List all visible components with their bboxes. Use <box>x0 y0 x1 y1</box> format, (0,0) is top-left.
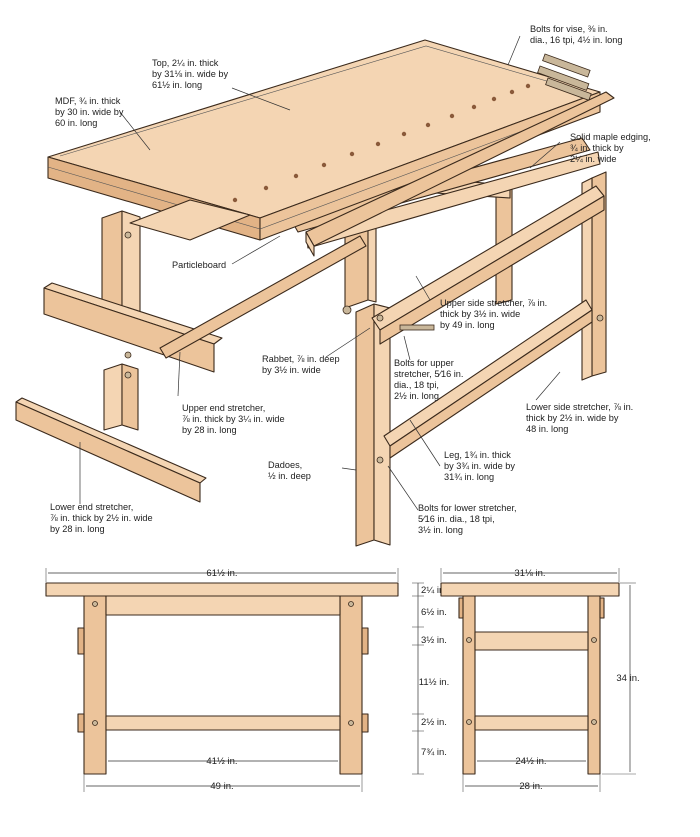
height-stack: 2¼ in. 6½ in. 3½ in. 11½ in. 2½ in. 7¾ i… <box>412 582 449 775</box>
bench-top-side-edge <box>259 91 601 241</box>
dim-total-height: 34 in. <box>616 673 639 684</box>
label-leg: Leg, 1¾ in. thick by 3¾ in. wide by 31¾ … <box>444 450 518 482</box>
bench-top <box>47 39 601 241</box>
leader-lines <box>79 35 561 511</box>
vise-bolts <box>537 53 592 101</box>
part-labels: Bolts for vise, ⅜ in. dia., 16 tpi, 4½ i… <box>50 24 653 535</box>
side-right-leg <box>587 595 601 775</box>
left-upper-end-stretcher-top <box>129 199 251 241</box>
label-upper-end-stretcher: Upper end stretcher, ⅞ in. thick by 3¼ i… <box>182 403 287 435</box>
left-leg-assembly <box>101 199 251 431</box>
side-upper-stretcher <box>474 631 589 651</box>
label-edging: Solid maple edging, ¾ in. thick by 2¼ in… <box>570 132 653 164</box>
label-vise-bolts: Bolts for vise, ⅜ in. dia., 16 tpi, 4½ i… <box>530 24 622 45</box>
label-lower-end-stretcher: Lower end stretcher, ⅞ in. thick by 2½ i… <box>50 502 155 534</box>
dim-stack-2: 6½ in. <box>421 607 447 618</box>
dim-front-inner: 41½ in. <box>206 756 237 767</box>
dim-side-top: 31⅛ in. <box>514 568 545 579</box>
front-upper-stretcher <box>105 595 341 616</box>
dim-side-inner: 24½ in. <box>515 756 546 767</box>
side-top <box>440 582 620 597</box>
label-dadoes: Dadoes, ½ in. deep <box>268 460 311 481</box>
exploded-view: Bolts for vise, ⅜ in. dia., 16 tpi, 4½ i… <box>15 24 653 547</box>
dim-stack-4: 11½ in. <box>419 677 449 688</box>
right-leg-assembly <box>342 171 607 547</box>
label-bolts-lower: Bolts for lower stretcher, 5⁄16 in. dia.… <box>418 503 519 535</box>
dim-stack-6: 7¾ in. <box>421 747 447 758</box>
front-right-leg <box>339 595 363 775</box>
side-elevation: 31⅛ in. 24½ in. 28 in. 34 in. <box>440 568 640 792</box>
left-front-leg-lower <box>103 363 123 431</box>
front-elevation: 61½ in. 41½ in. 49 in. <box>45 568 399 792</box>
lower-side-stretcher-rear <box>159 235 367 359</box>
right-front-leg <box>355 303 375 547</box>
label-top: Top, 2¼ in. thick by 31⅛ in. wide by 61½… <box>152 58 231 90</box>
label-upper-side-stretcher: Upper side stretcher, ⅞ in. thick by 3½ … <box>440 298 550 330</box>
side-lower-stretcher <box>474 715 589 731</box>
dim-stack-3: 3½ in. <box>421 635 447 646</box>
dim-front-top: 61½ in. <box>206 568 237 579</box>
label-bolts-upper: Bolts for upper stretcher, 5⁄16 in. dia.… <box>394 358 466 401</box>
label-mdf: MDF, ¾ in. thick by 30 in. wide by 60 in… <box>55 96 126 128</box>
label-rabbet: Rabbet, ⅞ in. deep by 3½ in. wide <box>262 354 342 375</box>
label-lower-side-stretcher: Lower side stretcher, ⅞ in. thick by 2½ … <box>526 402 636 434</box>
dim-side-overall: 28 in. <box>519 781 542 792</box>
upper-stretcher-bolt <box>399 324 435 331</box>
front-top <box>45 582 399 597</box>
dim-stack-5: 2½ in. <box>421 717 447 728</box>
front-lower-stretcher <box>105 715 341 731</box>
dog-holes <box>232 83 531 203</box>
label-particleboard: Particleboard <box>172 260 226 270</box>
side-left-leg <box>462 595 476 775</box>
dim-front-overall: 49 in. <box>210 781 233 792</box>
dim-stack-1: 2¼ in. <box>421 585 447 596</box>
front-left-leg <box>83 595 107 775</box>
